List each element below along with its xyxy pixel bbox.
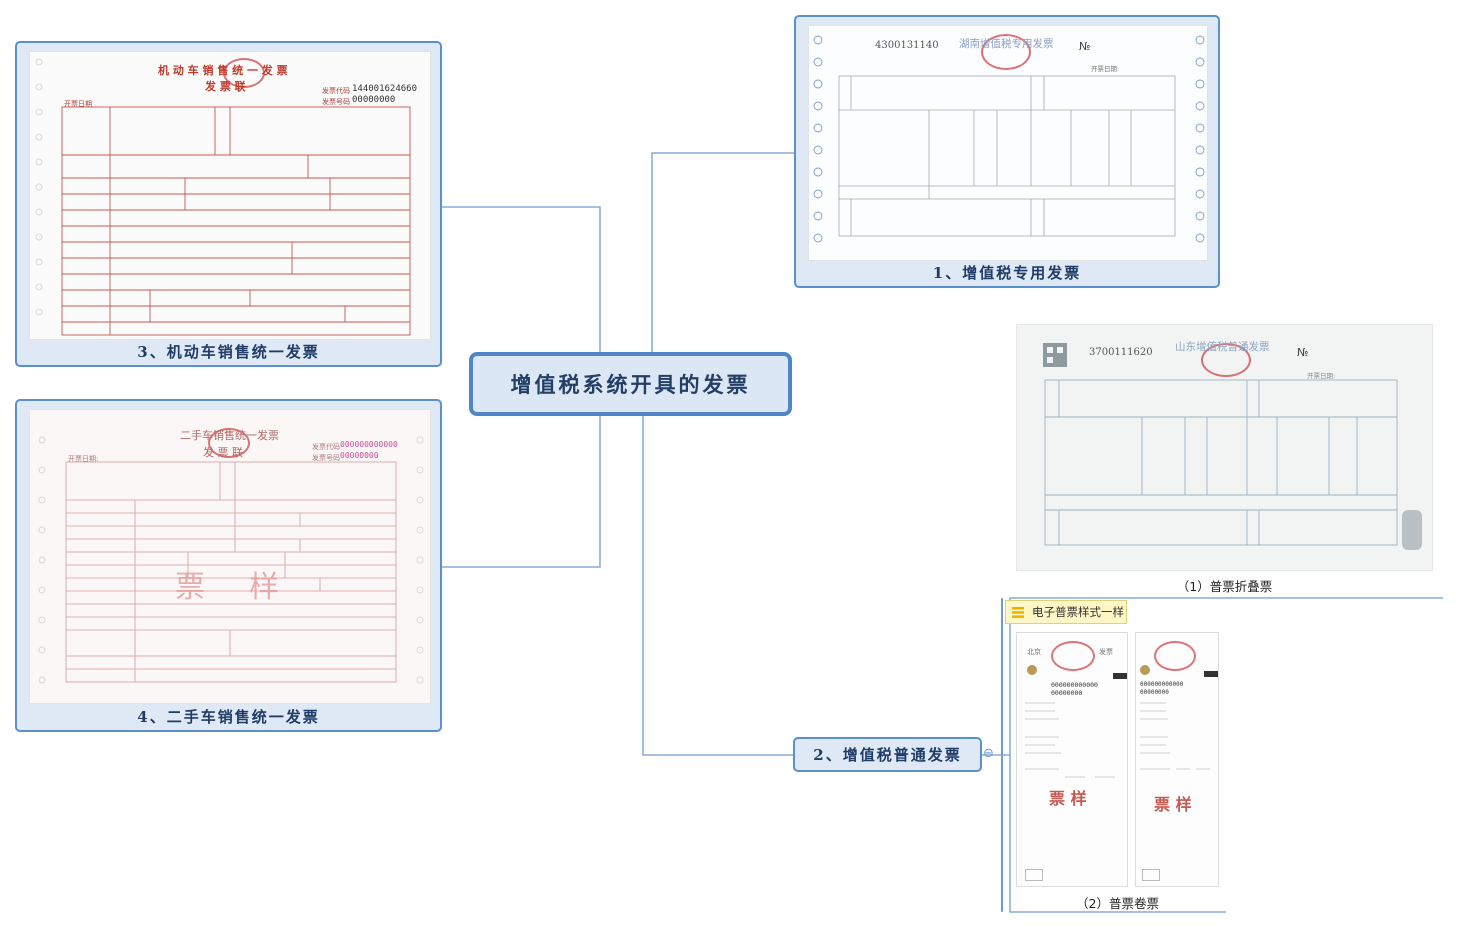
used-car-no-label: 发票号码: [312, 453, 340, 463]
note-icon: [1012, 607, 1024, 618]
folded-no-mark: №: [1297, 346, 1308, 359]
roll-right-emblem-icon: [1140, 665, 1150, 675]
folded-date-label: 开票日期:: [1307, 370, 1335, 380]
roll-right-code: 000000000000: [1140, 681, 1183, 688]
used-car-code-label: 发票代码: [312, 442, 340, 452]
roll-ticket-right: 000000000000 00000000 票 样: [1135, 632, 1219, 887]
roll-left-no: 00000000: [1051, 689, 1082, 697]
roll-note-text: 电子普票样式一样: [1032, 604, 1124, 620]
motor-code-value: 144001624660: [352, 84, 417, 94]
connector-to-n3: [441, 207, 600, 355]
vat-special-invoice-image: 4300131140 湖南增值税专用发票 № 开票日期:: [808, 25, 1208, 261]
roll-left-emblem-icon: [1027, 665, 1037, 675]
folded-invoice-code: 3700111620: [1089, 347, 1153, 358]
roll-left-title-end: 发票: [1099, 647, 1113, 657]
collapse-toggle-icon[interactable]: ⊖: [983, 746, 997, 762]
motor-vehicle-caption: 3、机动车销售统一发票: [17, 341, 440, 362]
motor-vehicle-invoice-image: 机 动 车 销 售 统 一 发 票 发 票 联 发票代码 14400162466…: [29, 51, 431, 340]
roll-group-bracket: [1001, 598, 1003, 912]
vat-special-no-mark: №: [1079, 40, 1090, 53]
qr-code-icon: [1043, 343, 1067, 367]
roll-note: 电子普票样式一样: [1005, 600, 1127, 624]
connector-to-n1: [652, 153, 794, 352]
motor-invoice-title: 机 动 车 销 售 统 一 发 票: [158, 62, 288, 78]
vat-ordinary-caption: 2、增值税普通发票: [813, 744, 961, 765]
roll-right-box: [1142, 869, 1160, 881]
folded-invoice-image: 3700111620 山东增值税普通发票 № 开票日期:: [1016, 324, 1433, 571]
folded-invoice-caption: （1）普票折叠票: [1016, 576, 1433, 595]
roll-left-title: 北京: [1027, 647, 1041, 657]
motor-no-label: 发票号码: [322, 97, 350, 107]
roll-left-sample: 票 样: [1049, 785, 1087, 809]
used-car-no-value: 00000000: [340, 451, 379, 460]
roll-right-no: 00000000: [1140, 689, 1169, 696]
motor-invoice-subtitle: 发 票 联: [205, 78, 246, 94]
used-car-invoice-title: 二手车销售统一发票: [180, 427, 279, 443]
roll-left-code: 000000000000: [1051, 681, 1098, 689]
motor-no-value: 00000000: [352, 95, 395, 105]
used-car-caption: 4、二手车销售统一发票: [17, 706, 440, 727]
vat-special-title: 湖南增值税专用发票: [959, 36, 1054, 51]
used-car-date-label: 开票日期:: [68, 454, 98, 464]
motor-code-label: 发票代码: [322, 86, 350, 96]
roll-invoice-caption: （2）普票卷票: [1016, 893, 1219, 912]
roll-ticket-left: 北京 发票 000000000000 00000000 票 样: [1016, 632, 1128, 887]
used-car-invoice-image: 二手车销售统一发票 发 票 联 发票代码 000000000000 发票号码 0…: [29, 409, 431, 704]
vat-special-date-label: 开票日期:: [1091, 63, 1119, 73]
roll-right-black-mark: [1204, 671, 1218, 677]
roll-left-black-mark: [1113, 673, 1127, 679]
central-title: 增值税系统开具的发票: [511, 369, 751, 399]
roll-right-sample: 票 样: [1154, 791, 1192, 815]
roll-left-box: [1025, 869, 1043, 881]
used-car-code-value: 000000000000: [340, 440, 398, 449]
topic-used-car-invoice[interactable]: 二手车销售统一发票 发 票 联 发票代码 000000000000 发票号码 0…: [15, 399, 442, 732]
connector-to-n2: [643, 416, 793, 755]
used-car-watermark: 票样: [175, 562, 323, 606]
motor-date-label: 开票日期: [64, 99, 92, 109]
folded-invoice-title: 山东增值税普通发票: [1175, 339, 1270, 354]
vat-special-code: 4300131140: [875, 40, 939, 51]
topic-vat-special-invoice[interactable]: 4300131140 湖南增值税专用发票 № 开票日期: 1、增值税专用发票: [794, 15, 1220, 288]
used-car-invoice-subtitle: 发 票 联: [203, 444, 243, 460]
roll-left-stamp-icon: [1051, 641, 1095, 671]
vat-special-caption: 1、增值税专用发票: [796, 262, 1218, 283]
connector-to-n4: [441, 416, 600, 567]
central-topic[interactable]: 增值税系统开具的发票: [469, 352, 792, 416]
topic-vat-ordinary-invoice[interactable]: 2、增值税普通发票: [793, 737, 982, 772]
roll-right-stamp-icon: [1154, 641, 1196, 671]
topic-motor-vehicle-invoice[interactable]: 机 动 车 销 售 统 一 发 票 发 票 联 发票代码 14400162466…: [15, 41, 442, 367]
